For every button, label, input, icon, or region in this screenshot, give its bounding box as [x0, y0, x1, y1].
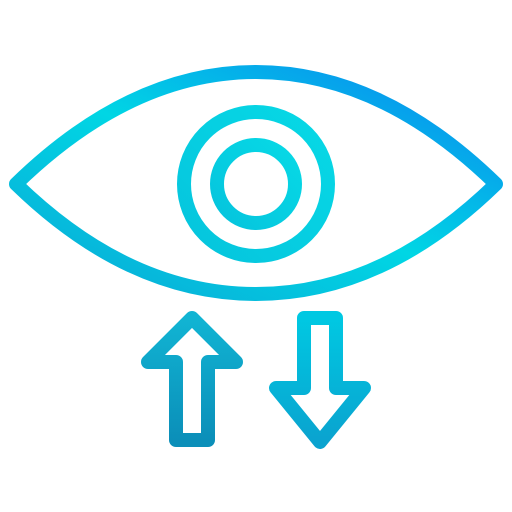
arrow-up-icon	[141, 311, 243, 447]
eye-outline-icon	[9, 65, 503, 301]
arrow-down-icon	[269, 311, 371, 449]
iris-inner-ring-icon	[210, 138, 302, 230]
iris-outer-ring-icon	[177, 105, 335, 263]
